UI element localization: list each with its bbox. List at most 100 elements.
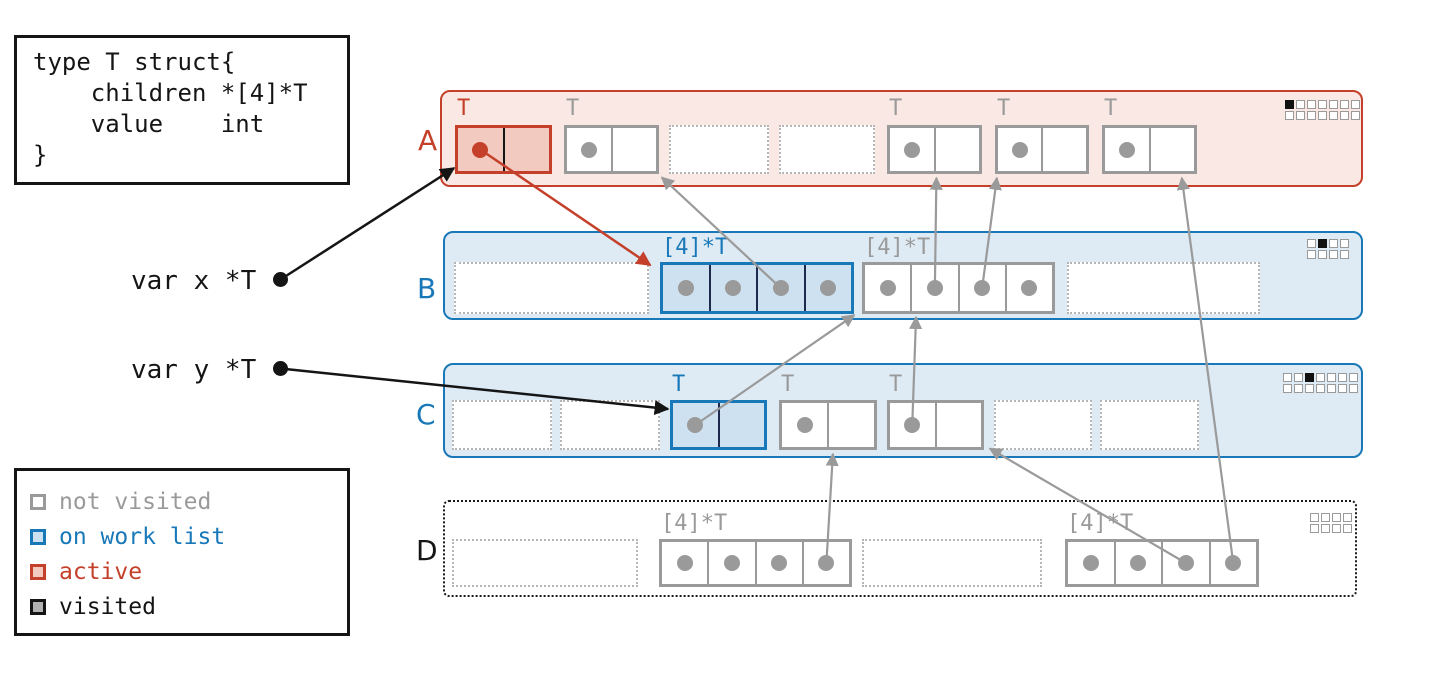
var-y-pointer-dot [273,361,288,376]
memory-span-B: [4]*T[4]*T [443,231,1363,320]
object-cell [708,265,757,311]
legend-label: on work list [59,523,226,550]
pointer-slot-dot [1177,555,1194,571]
object-type-label: [4]*T [1067,511,1134,536]
mark-bitmap [1285,100,1360,120]
heap-object [862,262,1055,314]
mark-bitmap-row [1283,373,1358,382]
mark-bit [1349,373,1358,382]
object-type-label: T [457,96,471,121]
object-cell [803,265,852,311]
var-x-label: var x *T [131,266,257,296]
free-slot [862,539,1042,587]
pointer-slot-dot [818,555,835,571]
mark-bit [1307,111,1316,120]
pointer-slot-dot [1021,280,1038,296]
mark-bit [1340,239,1349,248]
var-y-label: var y *T [131,355,257,385]
free-slot [779,125,875,174]
free-slot [454,262,649,314]
pointer-slot-dot [974,280,991,296]
active-swatch-icon [30,563,46,580]
mark-bit [1305,384,1314,393]
legend-label: visited [59,593,156,620]
legend-label: not visited [59,488,212,515]
mark-bitmap-row [1310,524,1352,533]
mark-bit [1321,513,1330,522]
object-cell [663,265,709,311]
object-cell [1004,265,1052,311]
pointer-slot-dot [723,555,740,571]
mark-bit [1310,524,1319,533]
object-cell [1068,542,1114,584]
pointer-slot-dot [1082,555,1099,571]
object-cell [1113,542,1162,584]
object-cell [910,265,957,311]
pointer-slot-dot [1225,555,1242,571]
mark-bit [1316,373,1325,382]
free-slot [1067,262,1260,314]
object-type-label: T [566,96,580,121]
mark-bit [1305,373,1314,382]
mark-bit [1316,384,1325,393]
object-cell [662,542,707,584]
pointer-slot-dot [725,280,742,296]
heap-object [887,125,982,174]
heap-object [1102,125,1197,174]
mark-bitmap-row [1285,111,1360,120]
pointer-slot-dot [1011,141,1028,158]
mark-bit [1332,524,1341,533]
pointer-slot-dot [904,417,921,433]
mark-bit [1340,111,1349,120]
pointer-slot-dot [687,417,704,433]
object-type-label: [4]*T [661,511,728,536]
mark-bitmap [1310,513,1352,533]
mark-bit [1318,250,1327,259]
heap-object [779,400,877,450]
mark-bit [1307,239,1316,248]
object-cell [754,542,802,584]
heap-object [995,125,1089,174]
object-cell [865,265,910,311]
pointer-slot-dot [1118,141,1135,158]
pointer-slot-dot [771,555,788,571]
object-cell [827,403,874,447]
heap-object [1065,539,1259,587]
object-cell [673,403,718,447]
mark-bitmap [1283,373,1358,393]
object-type-label: T [1104,96,1118,121]
object-cell [1041,128,1086,171]
mark-bit [1329,100,1338,109]
mark-bit [1329,250,1338,259]
pointer-slot-dot [772,280,789,296]
memory-span-D: [4]*T [4]*T [443,500,1357,597]
pointer-slot-dot [472,141,489,158]
pointer-slot-dot [820,280,837,296]
mark-bit [1351,111,1360,120]
mark-bit [1329,111,1338,120]
legend-item-on-work-list: on work list [30,519,347,554]
pointer-slot-dot [677,280,694,296]
legend-label: active [59,558,143,585]
mark-bit [1285,111,1294,120]
heap-object [564,125,659,174]
object-cell [934,403,982,447]
mark-bitmap-row [1307,239,1349,248]
mark-bit [1327,384,1336,393]
object-cell [1208,542,1257,584]
mark-bit [1318,100,1327,109]
pointer-slot-dot [903,141,920,158]
mark-bit [1283,384,1292,393]
object-cell [957,265,1005,311]
mark-bit [1294,384,1303,393]
heap-object [660,262,854,314]
object-cell [933,128,980,171]
pointer-slot-dot [676,555,693,571]
mark-bit [1283,373,1292,382]
mark-bit [1349,384,1358,393]
object-cell [1161,542,1209,584]
object-cell [801,542,849,584]
mark-bit [1321,524,1330,533]
